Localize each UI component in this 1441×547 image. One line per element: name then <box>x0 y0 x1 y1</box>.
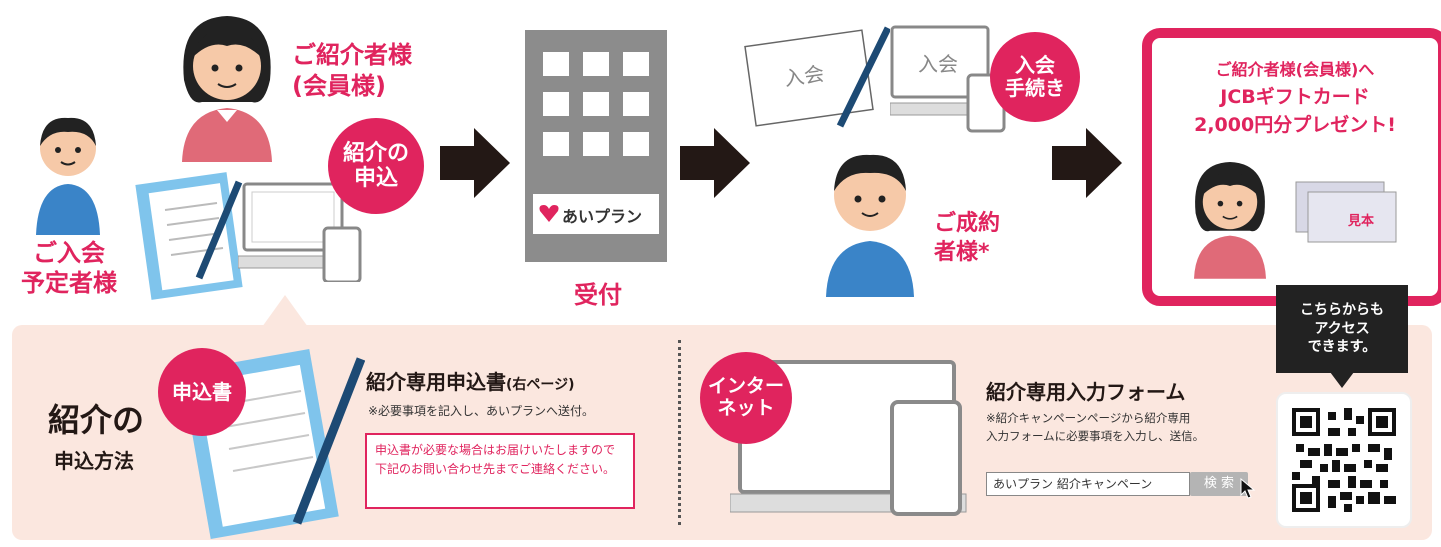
paper-title-suffix: (右ページ) <box>506 377 575 393</box>
gift-card-icon <box>1295 181 1397 243</box>
net-description: ※紹介キャンペーンページから紹介専用 入力フォームに必要事項を入力し、送信。 <box>986 411 1205 443</box>
gift-line-2: JCBギフトカード <box>1220 86 1370 108</box>
contracted-label: ご成約 者様* <box>934 211 1001 265</box>
speech-pointer <box>262 295 308 327</box>
paper-title: 紹介専用申込書(右ページ) <box>366 366 575 395</box>
method-title: 紹介の 申込方法 <box>48 395 144 474</box>
arrow-right-icon <box>1052 128 1122 198</box>
referral-apply-badge: 紹介の申込 <box>328 118 424 214</box>
paper-description: ※必要事項を記入し、あいプランへ送付。 <box>368 404 595 418</box>
paper-notice: 申込書が必要な場合はお届けいたしますので下記のお問い合わせ先までご連絡ください。 <box>365 433 635 509</box>
reception-label: 受付 <box>574 281 622 309</box>
company-logo-icon <box>539 205 559 222</box>
application-form-icon <box>135 172 243 300</box>
computer-icon <box>238 182 362 282</box>
contracted-person-icon <box>826 154 914 297</box>
gift-line-3: 2,000円分プレゼント! <box>1194 114 1396 136</box>
arrow-right-icon <box>680 128 750 198</box>
referrer-person-icon <box>182 16 272 162</box>
section-divider <box>678 340 681 525</box>
join-form-icon <box>744 26 890 128</box>
join-form-text-1: 入会 <box>782 61 826 91</box>
search-button[interactable]: 検 索 <box>1190 472 1248 496</box>
join-procedure-badge: 入会手続き <box>990 32 1080 122</box>
company-logo-text: あいプラン <box>562 207 643 226</box>
callout-pointer <box>1330 372 1354 388</box>
paper-title-main: 紹介専用申込書 <box>366 370 506 394</box>
join-form-text-2: 入会 <box>918 52 958 76</box>
gift-present-panel: ご紹介者様(会員様)へ JCBギフトカード 2,000円分プレゼント! 見本 <box>1142 28 1441 306</box>
referrer-label: ご紹介者様 (会員様) <box>292 41 412 101</box>
application-form-badge: 申込書 <box>158 348 246 436</box>
gift-card-sample-text: 見本 <box>1348 214 1375 229</box>
gift-line-1: ご紹介者様(会員様)へ <box>1215 60 1375 79</box>
referrer-person-icon <box>1194 162 1266 279</box>
prospect-person-icon <box>36 117 100 235</box>
internet-badge: インターネット <box>700 352 792 444</box>
qr-code-panel[interactable] <box>1276 392 1412 528</box>
qr-access-callout: こちらからも アクセス できます。 <box>1276 285 1408 373</box>
method-title-line2: 申込方法 <box>54 449 134 473</box>
search-input[interactable]: あいプラン 紹介キャンペーン <box>986 472 1190 496</box>
arrow-right-icon <box>440 128 510 198</box>
qr-code-icon[interactable] <box>1292 408 1396 512</box>
building-icon <box>525 30 667 262</box>
cursor-icon <box>1240 478 1256 499</box>
method-title-line1: 紹介の <box>48 401 145 439</box>
prospect-label: ご入会 予定者様 <box>21 239 117 297</box>
net-title: 紹介専用入力フォーム <box>986 380 1186 404</box>
